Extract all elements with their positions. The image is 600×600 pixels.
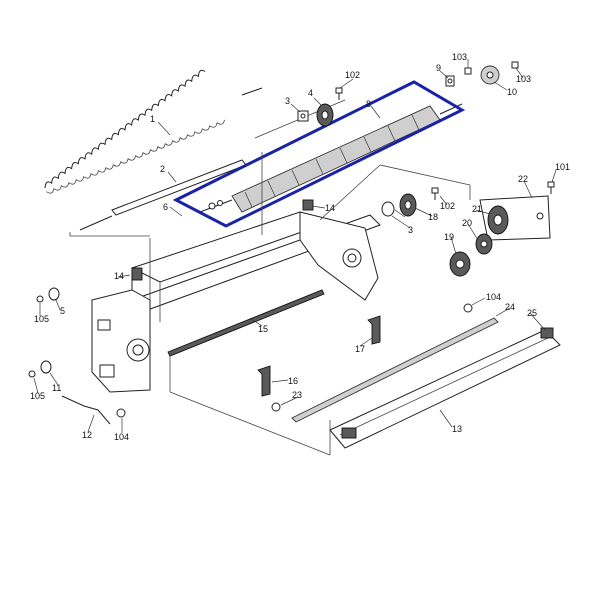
spring-plate-12-part: [61, 395, 111, 425]
screw-23-part: [271, 402, 281, 412]
callout-14-left: 14: [114, 271, 124, 281]
bushing-5-part: [48, 287, 60, 301]
screw-103-right-part: [511, 61, 519, 69]
callout-4: 4: [308, 88, 313, 98]
callout-12: 12: [82, 430, 92, 440]
screw-104-top-part: [463, 303, 473, 313]
callout-103-left: 103: [452, 52, 467, 62]
rod-15-part: [167, 289, 325, 357]
screw-103-left-part: [464, 67, 472, 75]
callout-22: 22: [518, 174, 528, 184]
callout-104-bottom: 104: [114, 432, 129, 442]
gear-21-part: [487, 205, 509, 235]
callout-3-right: 3: [408, 225, 413, 235]
bracket-3-top-part: [297, 110, 309, 122]
callout-24: 24: [505, 302, 515, 312]
screw-101-part: [547, 181, 555, 194]
callout-15: 15: [258, 324, 268, 334]
callout-2: 2: [160, 164, 165, 174]
callout-16: 16: [288, 376, 298, 386]
leader-lines: [33, 59, 557, 456]
callout-105-bottom: 105: [30, 391, 45, 401]
screw-105-top-part: [36, 295, 44, 303]
right-side-frame: [299, 211, 379, 301]
gear-18-part: [399, 193, 417, 217]
callout-9: 9: [436, 63, 441, 73]
gear-20-part: [475, 233, 493, 255]
highlight-box: [172, 80, 466, 228]
callout-13: 13: [452, 424, 462, 434]
callout-101: 101: [555, 162, 570, 172]
callout-11: 11: [52, 383, 61, 393]
gear-19-part: [449, 251, 471, 277]
rail-24-part: [291, 317, 499, 423]
screw-104-bottom-part: [116, 408, 126, 418]
callout-labels: 1 2 3 4 102 8 9 103 10 103 6 14 3 18 102…: [30, 52, 570, 442]
callout-3-top: 3: [285, 96, 290, 106]
clip-14-left-part: [131, 267, 143, 281]
screw-102-right-part: [431, 187, 439, 200]
callout-102-right: 102: [440, 201, 455, 211]
callout-104-top: 104: [486, 292, 501, 302]
callout-105-top: 105: [34, 314, 49, 324]
callout-6: 6: [163, 202, 168, 212]
screw-102-top-part: [335, 87, 343, 100]
screw-105-bottom-part: [28, 370, 36, 378]
tray-13-part: [341, 327, 554, 439]
gear-10-part: [480, 65, 500, 85]
callout-1: 1: [150, 114, 155, 124]
callout-10: 10: [507, 87, 517, 97]
bushing-3-part: [381, 201, 395, 217]
left-side-frame: [91, 289, 151, 393]
callout-17: 17: [355, 344, 365, 354]
callout-25: 25: [527, 308, 537, 318]
callout-5: 5: [60, 306, 65, 316]
bracket-9-part: [445, 75, 455, 87]
spring-part: [44, 69, 263, 194]
callout-14-right: 14: [325, 203, 335, 213]
gear-4-part: [316, 103, 334, 127]
callout-23: 23: [292, 390, 302, 400]
bushing-11-part: [40, 360, 52, 374]
callout-18: 18: [428, 212, 438, 222]
clip-14-right-part: [302, 199, 314, 211]
callout-102-top: 102: [345, 70, 360, 80]
callout-20: 20: [462, 218, 472, 228]
callout-19: 19: [444, 232, 454, 242]
callout-103-right: 103: [516, 74, 531, 84]
bracket-17-part: [367, 315, 381, 345]
bracket-16-part: [257, 365, 271, 397]
callout-21: 21: [472, 204, 482, 214]
callout-8: 8: [366, 99, 371, 109]
